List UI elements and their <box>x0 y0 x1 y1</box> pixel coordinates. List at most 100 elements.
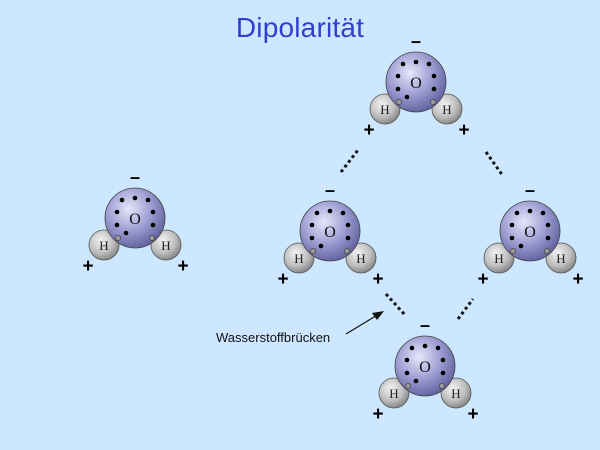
oxygen-atom <box>299 200 361 262</box>
electron-dot <box>413 378 419 384</box>
electron-dot <box>327 208 333 214</box>
bonding-electron <box>149 235 155 241</box>
hydrogen-symbol: H <box>161 238 170 253</box>
hydrogen-symbol: H <box>451 386 460 401</box>
hydrogen-bond-arrow <box>345 313 380 335</box>
negative-charge: – <box>420 315 430 335</box>
electron-dot <box>431 73 437 79</box>
bonding-electron <box>510 248 516 254</box>
electron-dot <box>404 357 410 363</box>
hydrogen-atom-left <box>283 242 315 274</box>
electron-dot <box>309 235 315 241</box>
hydrogen-bond-line <box>384 292 407 317</box>
electron-dot <box>509 222 515 228</box>
hydrogen-symbol: H <box>556 251 565 266</box>
water-molecule-single: H H O – + + <box>82 167 188 277</box>
arrow-head-icon <box>372 311 384 320</box>
positive-charge-left: + <box>82 256 93 277</box>
oxygen-atom <box>385 51 447 113</box>
electron-dot <box>114 222 120 228</box>
oxygen-atom <box>499 200 561 262</box>
hydrogen-symbol: H <box>356 251 365 266</box>
positive-charge-right: + <box>177 256 188 277</box>
electron-dot <box>435 345 441 351</box>
hydrogen-bond-annotation: Wasserstoffbrücken <box>216 311 384 345</box>
slide-title: Dipolarität <box>235 12 365 43</box>
oxygen-atom <box>394 335 456 397</box>
hydrogen-bond-line <box>484 151 505 177</box>
hydrogen-symbol: H <box>442 102 451 117</box>
electron-dot <box>150 209 156 215</box>
positive-charge-right: + <box>467 404 478 425</box>
hydrogen-symbol: H <box>380 102 389 117</box>
hydrogen-symbol: H <box>294 251 303 266</box>
hydrogen-symbol: H <box>99 238 108 253</box>
electron-dot <box>395 86 401 92</box>
hydrogen-bond-line <box>456 298 475 320</box>
oxygen-symbol: O <box>524 224 536 241</box>
electron-dot <box>145 197 151 203</box>
positive-charge-left: + <box>372 404 383 425</box>
electron-dot <box>413 59 419 65</box>
electron-dot <box>119 197 125 203</box>
positive-charge-right: + <box>572 269 583 290</box>
hydrogen-symbol: H <box>494 251 503 266</box>
hydrogen-atom-right <box>440 377 472 409</box>
electron-dot <box>345 222 351 228</box>
hydrogen-atom-left <box>88 229 120 261</box>
electron-dot <box>400 61 406 67</box>
hydrogen-atom-left <box>378 377 410 409</box>
hydrogen-atom-right <box>345 242 377 274</box>
water-molecule-right: H H O – + + <box>477 180 583 290</box>
positive-charge-left: + <box>363 120 374 141</box>
electron-dot <box>545 235 551 241</box>
bonding-electron <box>405 383 411 389</box>
electron-dot <box>440 370 446 376</box>
hydrogen-atom-right <box>150 229 182 261</box>
electron-dot <box>404 370 410 376</box>
oxygen-symbol: O <box>129 211 141 228</box>
negative-charge: – <box>525 180 535 200</box>
oxygen-symbol: O <box>419 359 431 376</box>
negative-charge: – <box>411 31 421 51</box>
bonding-electron <box>344 248 350 254</box>
electron-dot <box>540 210 546 216</box>
oxygen-atom <box>104 187 166 249</box>
hydrogen-atom-right <box>545 242 577 274</box>
bonding-electron <box>396 99 402 105</box>
electron-dot <box>340 210 346 216</box>
electron-dot <box>404 94 410 100</box>
electron-dot <box>123 230 129 236</box>
electron-dot <box>422 343 428 349</box>
electron-dot <box>345 235 351 241</box>
oxygen-symbol: O <box>324 224 336 241</box>
electron-dot <box>395 73 401 79</box>
electron-dot <box>318 243 324 249</box>
bonding-electron <box>310 248 316 254</box>
electron-dot <box>132 195 138 201</box>
electron-dot <box>426 61 432 67</box>
negative-charge: – <box>325 180 335 200</box>
electron-dot <box>545 222 551 228</box>
electron-dot <box>509 235 515 241</box>
hydrogen-atom-left <box>369 93 401 125</box>
electron-dot <box>527 208 533 214</box>
positive-charge-left: + <box>477 269 488 290</box>
electron-dot <box>431 86 437 92</box>
bonding-electron <box>544 248 550 254</box>
electron-dot <box>409 345 415 351</box>
bonding-electron <box>115 235 121 241</box>
hydrogen-atom-left <box>483 242 515 274</box>
hydrogen-bonds <box>339 149 505 320</box>
bonding-electron <box>430 99 436 105</box>
positive-charge-right: + <box>458 120 469 141</box>
negative-charge: – <box>130 167 140 187</box>
hydrogen-bond-line <box>339 149 360 173</box>
electron-dot <box>440 357 446 363</box>
electron-dot <box>150 222 156 228</box>
electron-dot <box>518 243 524 249</box>
